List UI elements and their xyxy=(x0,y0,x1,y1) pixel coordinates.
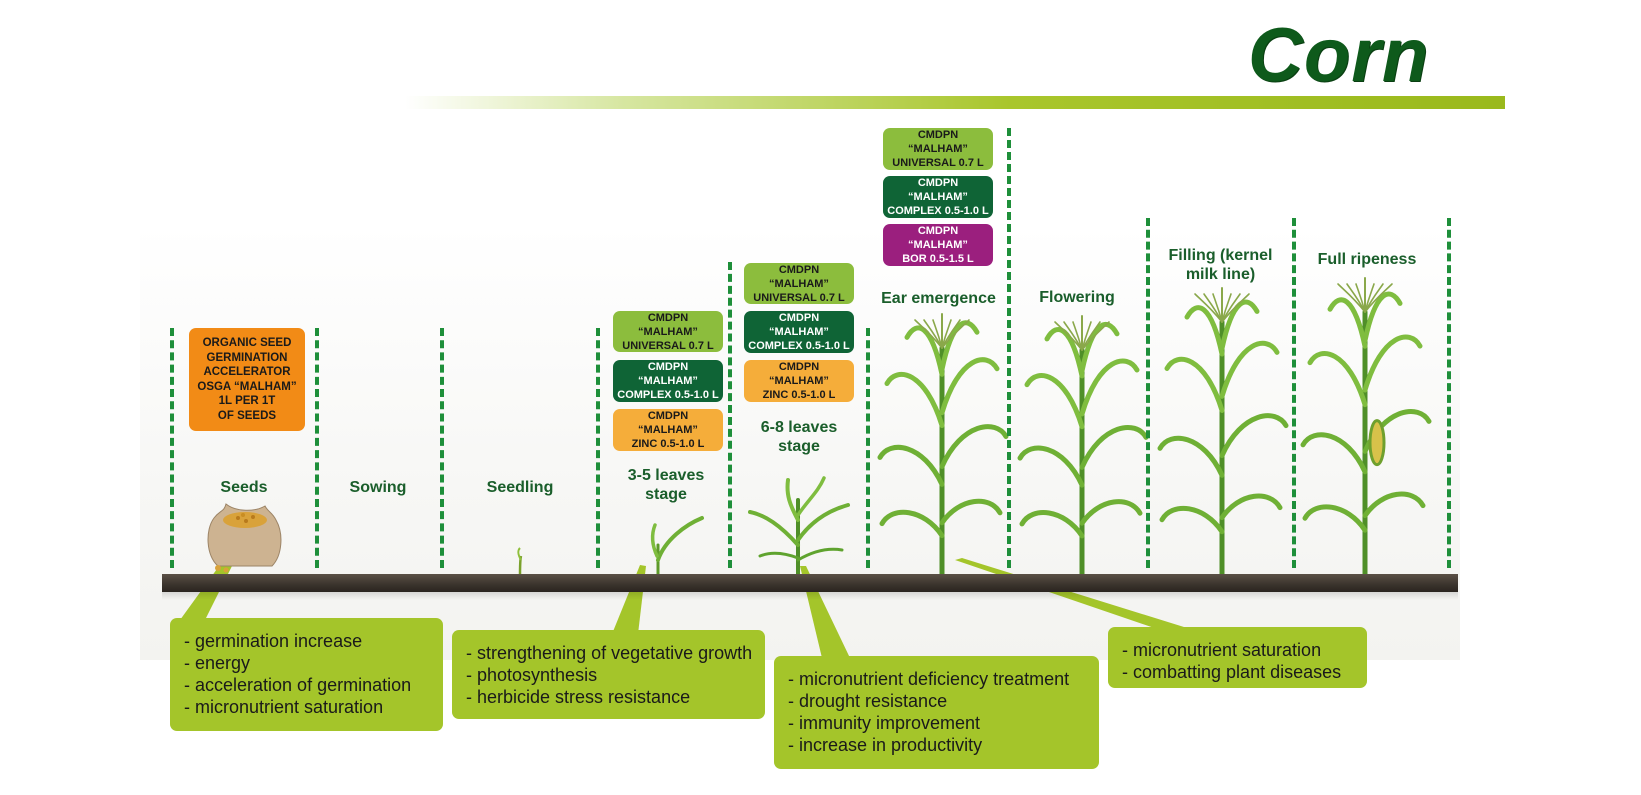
stage-label-6-8-leaves: 6-8 leaves stage xyxy=(760,419,838,455)
stage-separator xyxy=(315,328,319,568)
soil-strip xyxy=(162,574,1458,592)
callout-6-8-leaves: - micronutrient deficiency treatment - d… xyxy=(774,656,1099,769)
stage-label-seedling: Seedling xyxy=(486,479,554,496)
product-badge-zinc: CMDPN “MALHAM”ZINC 0.5-1.0 L xyxy=(744,360,854,402)
product-badge-universal: CMDPN “MALHAM”UNIVERSAL 0.7 L xyxy=(613,311,723,352)
corn-plant-filling-icon xyxy=(1157,287,1289,577)
corn-plant-ripe-icon xyxy=(1300,277,1432,577)
young-plant-3-5-icon xyxy=(650,516,704,578)
seed-sack-icon xyxy=(207,503,282,573)
stage-label-seeds: Seeds xyxy=(220,479,268,496)
young-plant-6-8-icon xyxy=(748,476,850,578)
title-underline xyxy=(405,96,1505,109)
product-badge-complex: CMDPN “MALHAM”COMPLEX 0.5-1.0 L xyxy=(744,311,854,353)
sprout-icon xyxy=(517,547,523,577)
product-badge-complex: CMDPN “MALHAM”COMPLEX 0.5-1.0 L xyxy=(613,360,723,402)
stage-separator xyxy=(440,328,444,568)
stage-separator xyxy=(596,328,600,568)
callout-ear-emergence: - micronutrient saturation - combatting … xyxy=(1108,627,1367,688)
stage-separator xyxy=(866,328,870,568)
corn-plant-ear-emergence-icon xyxy=(877,313,1009,577)
page-title: Corn xyxy=(1248,13,1430,98)
product-badge-complex: CMDPN “MALHAM”COMPLEX 0.5-1.0 L xyxy=(883,176,993,218)
stage-separator xyxy=(1007,128,1011,568)
corn-plant-flowering-icon xyxy=(1017,315,1149,577)
stage-separator xyxy=(1146,218,1150,568)
product-badge-universal: CMDPN “MALHAM”UNIVERSAL 0.7 L xyxy=(744,263,854,304)
stage-separator xyxy=(170,328,174,568)
soil-shadow xyxy=(162,592,1458,600)
product-badge-zinc: CMDPN “MALHAM”ZINC 0.5-1.0 L xyxy=(613,409,723,451)
callout-3-5-leaves: - strengthening of vegetative growth - p… xyxy=(452,630,765,719)
stage-separator xyxy=(1292,218,1296,568)
product-badge-bor: CMDPN “MALHAM”BOR 0.5-1.5 L xyxy=(883,224,993,266)
callout-seeds: - germination increase - energy - accele… xyxy=(170,618,443,731)
seed-accelerator-badge: ORGANIC SEED GERMINATION ACCELERATOR OSG… xyxy=(189,328,305,431)
stage-label-flowering: Flowering xyxy=(1039,289,1115,306)
stage-label-full-ripeness: Full ripeness xyxy=(1317,251,1417,268)
stage-label-sowing: Sowing xyxy=(349,479,407,496)
product-badge-universal: CMDPN “MALHAM”UNIVERSAL 0.7 L xyxy=(883,128,993,170)
stage-label-3-5-leaves: 3-5 leaves stage xyxy=(627,467,705,503)
stage-separator xyxy=(728,262,732,568)
stage-label-ear-emergence: Ear emergence xyxy=(881,290,996,307)
stage-label-filling: Filling (kernel milk line) xyxy=(1168,247,1273,283)
stage-separator xyxy=(1447,218,1451,568)
